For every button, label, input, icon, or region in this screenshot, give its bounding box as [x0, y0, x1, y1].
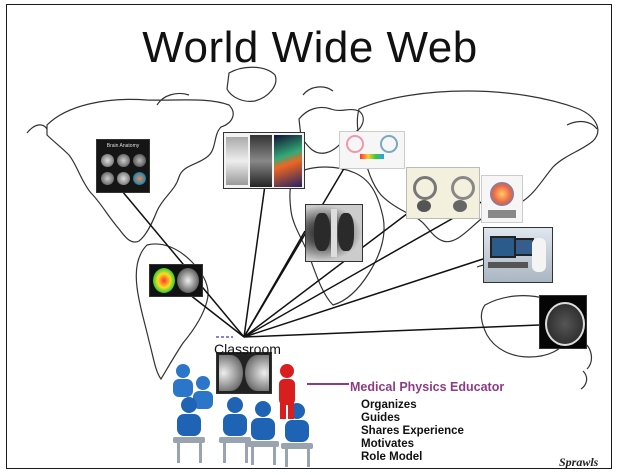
author-signature: Sprawls: [559, 455, 599, 469]
pet-ct-panel: [223, 132, 305, 189]
link-brain-mri: [116, 184, 245, 338]
educator-roles: Organizes Guides Shares Experience Motiv…: [361, 399, 464, 464]
ultrasound-diagram-panel: [339, 131, 405, 169]
africa-outline: [289, 166, 385, 306]
link-chest-xray: [243, 230, 306, 338]
brain-mri-panel: Brain Anatomy: [96, 139, 150, 193]
classroom-label: Classroom: [214, 341, 281, 357]
link-ultrasound-probe: [243, 199, 486, 338]
australia-outline: [480, 295, 571, 358]
slide-title: World Wide Web: [142, 23, 478, 72]
ultrasound-probe-panel: [481, 175, 523, 223]
mammogram-panel: [216, 352, 272, 394]
chest-xray-panel: [305, 204, 363, 262]
slide-frame: World Wide Web Brain Anatomy: [6, 4, 612, 469]
brain-mri-label: Brain Anatomy: [106, 143, 140, 149]
classroom-figures: [173, 364, 313, 467]
role-item: Motivates: [361, 438, 415, 450]
role-item: Guides: [361, 412, 400, 424]
ct-head-panel: [539, 295, 587, 349]
role-item: Role Model: [361, 451, 423, 463]
student-figure: [255, 401, 271, 417]
link-pet-ct: [243, 184, 266, 338]
link-nuclear-equipment: [243, 209, 413, 338]
role-item: Organizes: [361, 399, 417, 411]
connection-lines: [116, 154, 540, 338]
educator-title: Medical Physics Educator: [350, 380, 505, 394]
link-workstation: [243, 258, 484, 338]
student-figure: [196, 376, 210, 390]
color-brain-scan-panel: [149, 264, 203, 297]
europe-outline: [298, 106, 364, 154]
student-figure: [227, 397, 243, 413]
educator-pointer: [307, 383, 349, 385]
student-figure: [176, 364, 190, 378]
link-color-brain: [184, 290, 245, 338]
role-item: Shares Experience: [361, 425, 464, 437]
north-america-outline: [46, 98, 234, 243]
greenland-outline: [226, 66, 277, 102]
educator-figure: [279, 364, 295, 419]
link-ct-head: [243, 324, 540, 338]
nuclear-equipment-panel: [406, 167, 480, 219]
student-figure: [181, 397, 197, 413]
workstation-photo-panel: [483, 227, 553, 283]
